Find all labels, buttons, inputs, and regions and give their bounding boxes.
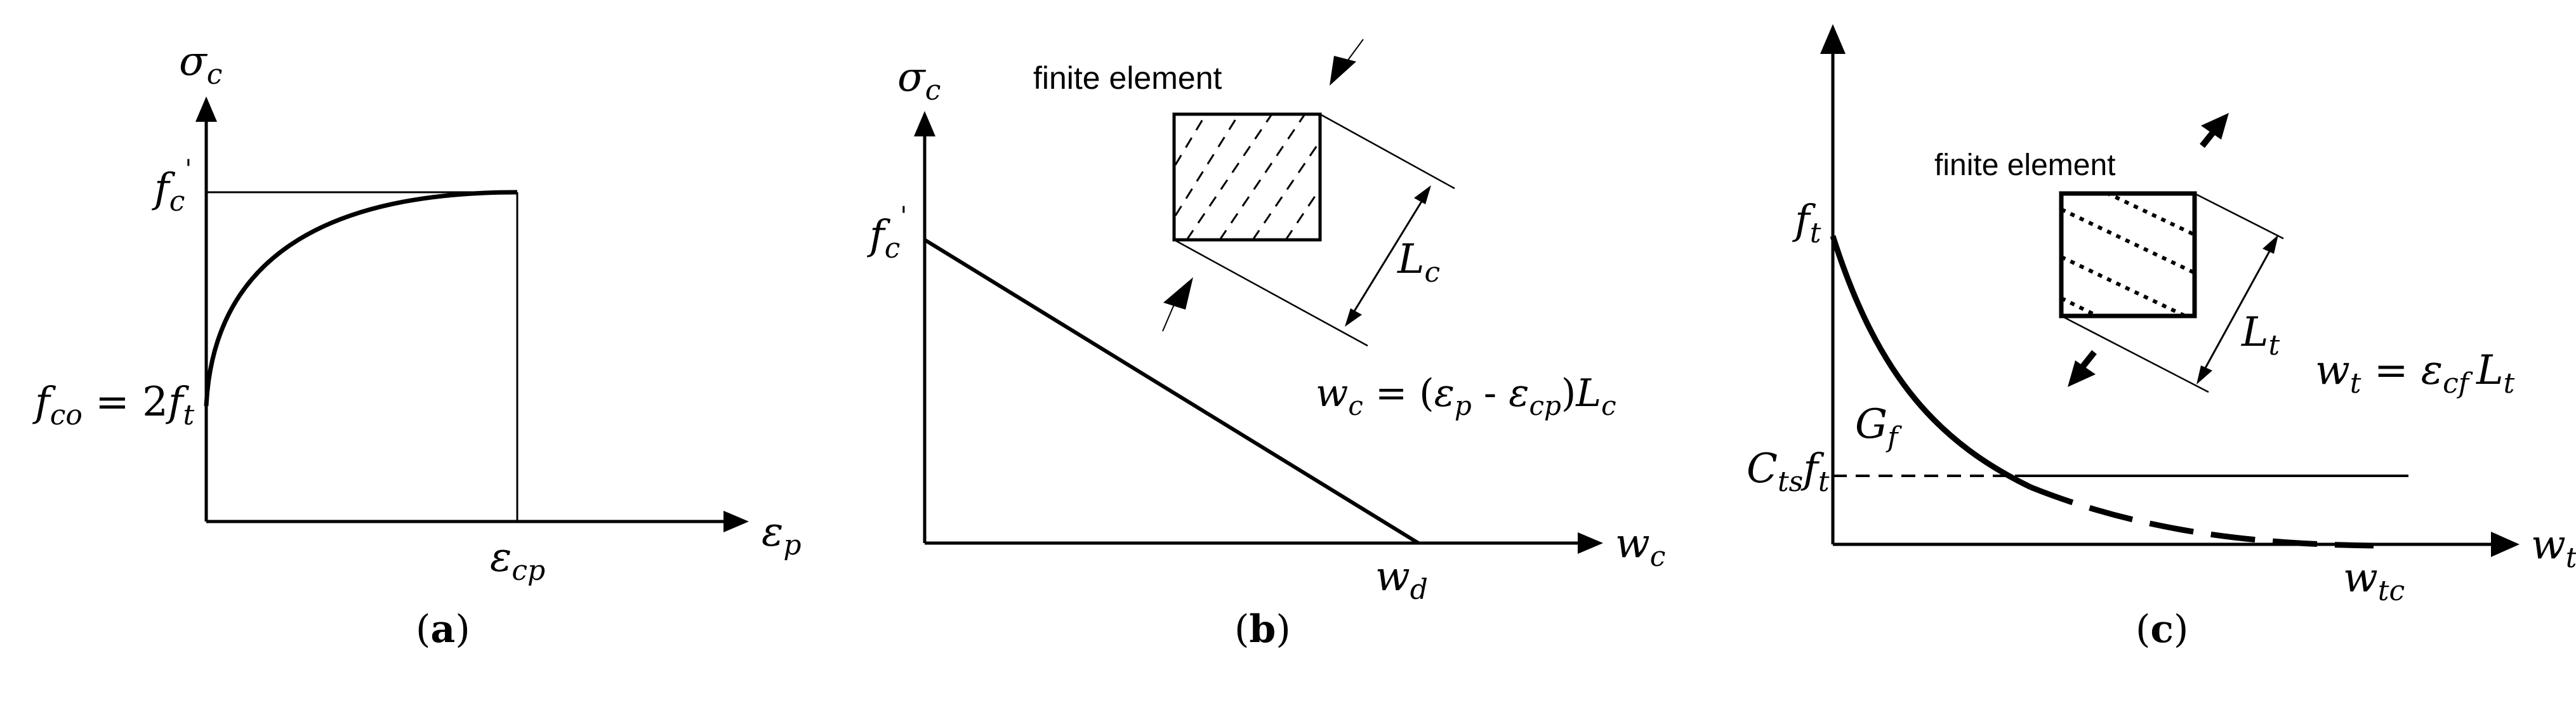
crack-width-equation: wc = (εp - εcp)Lc: [1316, 371, 1616, 421]
dimension-extension-bottom: [1173, 239, 1368, 347]
compression-arrow-bottom-icon: [1163, 277, 1193, 310]
caption-a: (a): [416, 607, 470, 652]
softening-curve-solid: [1830, 235, 2032, 490]
start-label: fco = 2ft: [32, 379, 195, 431]
x-marker-label: εcp: [490, 534, 545, 587]
y-axis-arrowhead: [195, 96, 217, 122]
panel-a: σc fc' fco = 2ft εp εcp (a): [32, 38, 802, 652]
y-axis-arrowhead: [914, 111, 935, 136]
dimension-line: [2197, 238, 2278, 381]
y-axis-arrowhead: [1820, 24, 1846, 54]
x-axis-arrowhead: [1578, 532, 1603, 554]
compression-arrow-top-icon: [1330, 56, 1356, 86]
x-axis-label: wc: [1615, 520, 1665, 573]
dimension-arrowhead-bottom: [1345, 308, 1362, 327]
peak-label: fc': [867, 202, 907, 265]
softening-line: [923, 238, 1420, 545]
dimension-extension-bottom: [2061, 315, 2209, 393]
finite-element-box: [1172, 112, 1322, 242]
residual-label: Ctsft: [1747, 445, 1830, 498]
softening-curve-dashed: [2030, 484, 2374, 549]
x-marker-label: wtc: [2343, 555, 2405, 607]
dimension-line: [1345, 188, 1430, 324]
y-axis-label: σc: [897, 54, 941, 107]
fracture-energy-label: Gf: [1855, 401, 1902, 454]
y-axis-label: σc: [179, 38, 222, 91]
element-label: finite element: [1934, 148, 2116, 182]
compression-arrow-bottom-tail: [1162, 304, 1175, 332]
compression-arrow-top-tail: [1345, 39, 1364, 64]
finite-element-box: [2059, 191, 2197, 318]
peak-label: ft: [1792, 197, 1821, 249]
panel-b: σc finite element fc' Lc wc = (εp - εcp)…: [867, 39, 1665, 652]
dimension-extension-top: [1319, 113, 1455, 190]
tension-arrow-top-icon: [2201, 113, 2229, 140]
x-axis-label: wt: [2531, 522, 2576, 574]
x-marker-label: wd: [1375, 553, 1428, 606]
length-label: Lc: [1397, 236, 1440, 289]
caption-b: (b): [1234, 607, 1291, 652]
tension-arrow-bottom-shaft: [2079, 350, 2097, 371]
length-label: Lt: [2241, 309, 2280, 362]
dimension-arrowhead-bottom: [2196, 365, 2212, 384]
dimension-extension-top: [2194, 192, 2284, 240]
peak-label: fc': [152, 155, 192, 218]
dimension-arrowhead-top: [1414, 185, 1431, 204]
tension-arrow-bottom-icon: [2068, 360, 2096, 387]
x-axis-label: εp: [762, 509, 802, 561]
hardening-curve: [204, 190, 518, 407]
x-axis-arrowhead: [723, 511, 749, 532]
x-axis-arrowhead: [2491, 532, 2520, 557]
dimension-arrowhead-top: [2262, 235, 2278, 254]
element-label: finite element: [1033, 60, 1222, 96]
caption-c: (c): [2136, 607, 2188, 652]
